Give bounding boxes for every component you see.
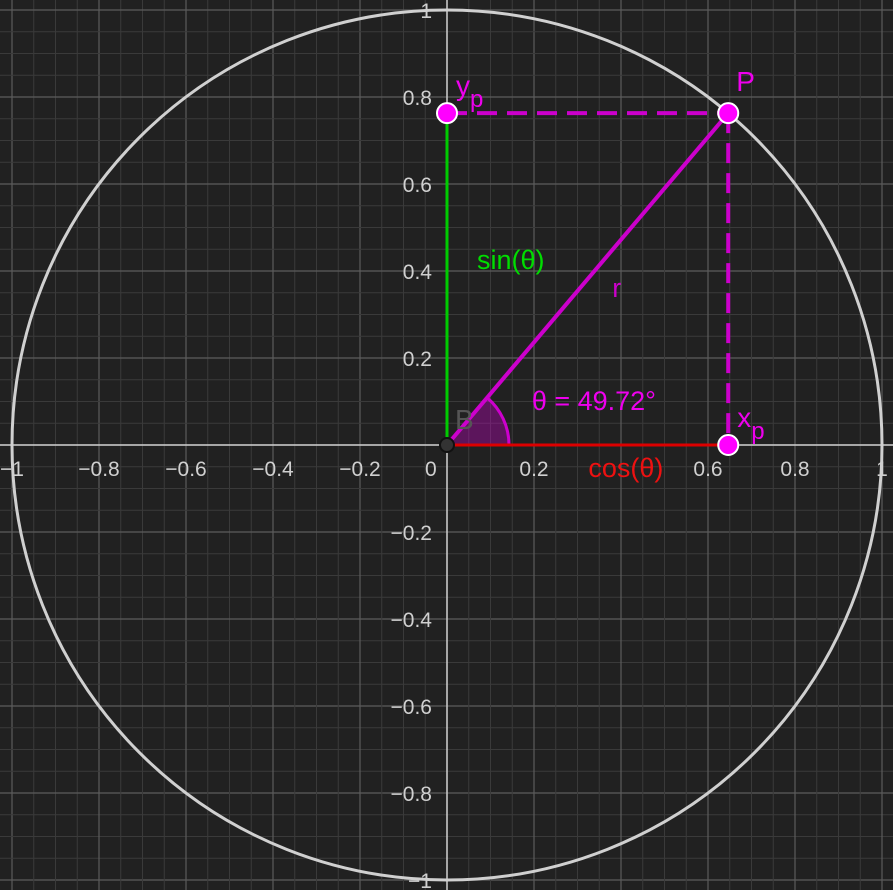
- radius-segment: [445, 111, 730, 447]
- label-r: r: [612, 273, 621, 303]
- x-tick-label: −0.4: [252, 458, 294, 481]
- point-b[interactable]: [439, 437, 455, 453]
- label-xp: xp: [737, 402, 764, 445]
- label-yp-sub: p: [470, 86, 483, 113]
- y-tick-label: −0.6: [391, 696, 432, 719]
- origin-label: 0: [425, 458, 437, 481]
- label-sin: sin(θ): [477, 245, 545, 275]
- label-xp-main: x: [737, 402, 751, 433]
- y-tick-label: 0.8: [403, 87, 432, 110]
- y-tick-label: −0.4: [391, 609, 433, 632]
- point-xp[interactable]: [717, 434, 740, 456]
- y-tick-label: 0.6: [403, 174, 432, 197]
- y-tick-label: −0.8: [391, 783, 432, 806]
- x-tick-label: 0.8: [780, 458, 809, 481]
- label-yp: yp: [456, 70, 483, 113]
- x-tick-label: 0.6: [693, 458, 722, 481]
- y-tick-label: −0.2: [391, 522, 432, 545]
- y-tick-label: 0.4: [403, 261, 433, 284]
- point-yp[interactable]: [436, 102, 458, 125]
- label-xp-sub: p: [751, 418, 764, 445]
- point-p[interactable]: [717, 102, 740, 125]
- x-tick-label: −0.6: [165, 458, 206, 481]
- label-p: P: [736, 66, 755, 97]
- label-yp-main: y: [456, 70, 470, 101]
- x-tick-label: 0.2: [519, 458, 548, 481]
- label-cos: cos(θ): [588, 453, 663, 483]
- unit-circle: [10, 8, 884, 882]
- label-b: B: [455, 404, 474, 435]
- y-tick-label: 0.2: [403, 348, 432, 371]
- label-theta: θ = 49.72°: [532, 386, 656, 416]
- x-tick-label: −0.2: [339, 458, 380, 481]
- x-tick-label: −0.8: [78, 458, 119, 481]
